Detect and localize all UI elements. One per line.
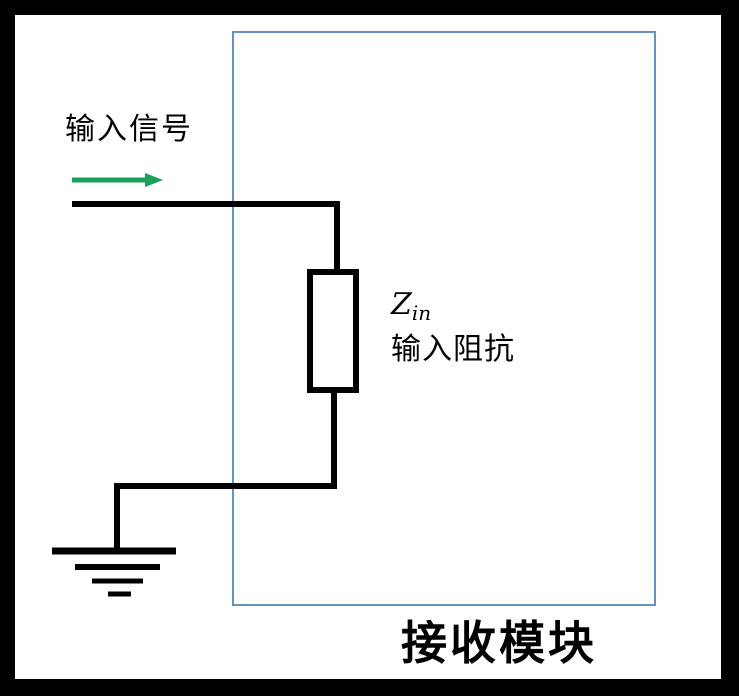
ground-symbol-icon xyxy=(52,547,176,597)
circuit-artwork xyxy=(52,31,656,606)
receiving-module-box xyxy=(232,31,656,606)
figure-canvas: 输入信号 Zin 输入阻抗 接收模块 xyxy=(15,15,721,679)
input-signal-arrow-icon xyxy=(72,173,163,187)
zin-subscript: in xyxy=(411,301,432,325)
ground-return-wire xyxy=(114,390,337,551)
input-signal-label: 输入信号 xyxy=(65,112,193,147)
input-impedance-label: 输入阻抗 xyxy=(391,332,515,367)
zin-variable: Z xyxy=(391,287,412,322)
input-impedance-resistor xyxy=(307,269,359,393)
zin-symbol-label: Zin xyxy=(391,287,432,325)
receiving-module-label: 接收模块 xyxy=(401,616,597,670)
top-input-wire xyxy=(72,201,340,272)
